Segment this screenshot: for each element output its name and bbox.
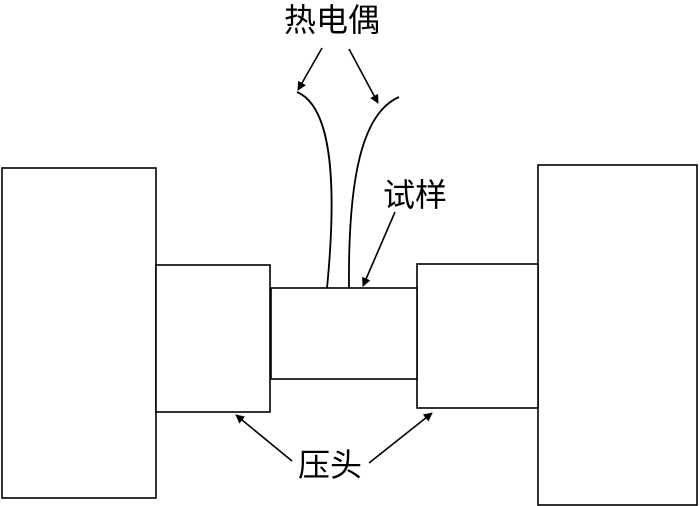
anvil-arrow-left (235, 414, 293, 462)
thermocouple-wire-left (296, 91, 333, 289)
right-anvil (416, 263, 539, 409)
specimen-label: 试样 (383, 176, 447, 214)
anvil-arrow-right (368, 412, 433, 464)
thermocouple-wire-right (348, 96, 400, 289)
left-anvil (155, 264, 271, 413)
anvil-label: 压头 (298, 446, 362, 484)
left-frame-block (1, 167, 157, 499)
right-frame-block (537, 164, 698, 506)
thermocouple-label: 热电偶 (284, 1, 380, 39)
specimen-arrow (362, 211, 396, 287)
specimen (270, 287, 418, 380)
thermocouple-arrow-left (297, 47, 323, 91)
thermocouple-arrow-right (348, 48, 379, 104)
